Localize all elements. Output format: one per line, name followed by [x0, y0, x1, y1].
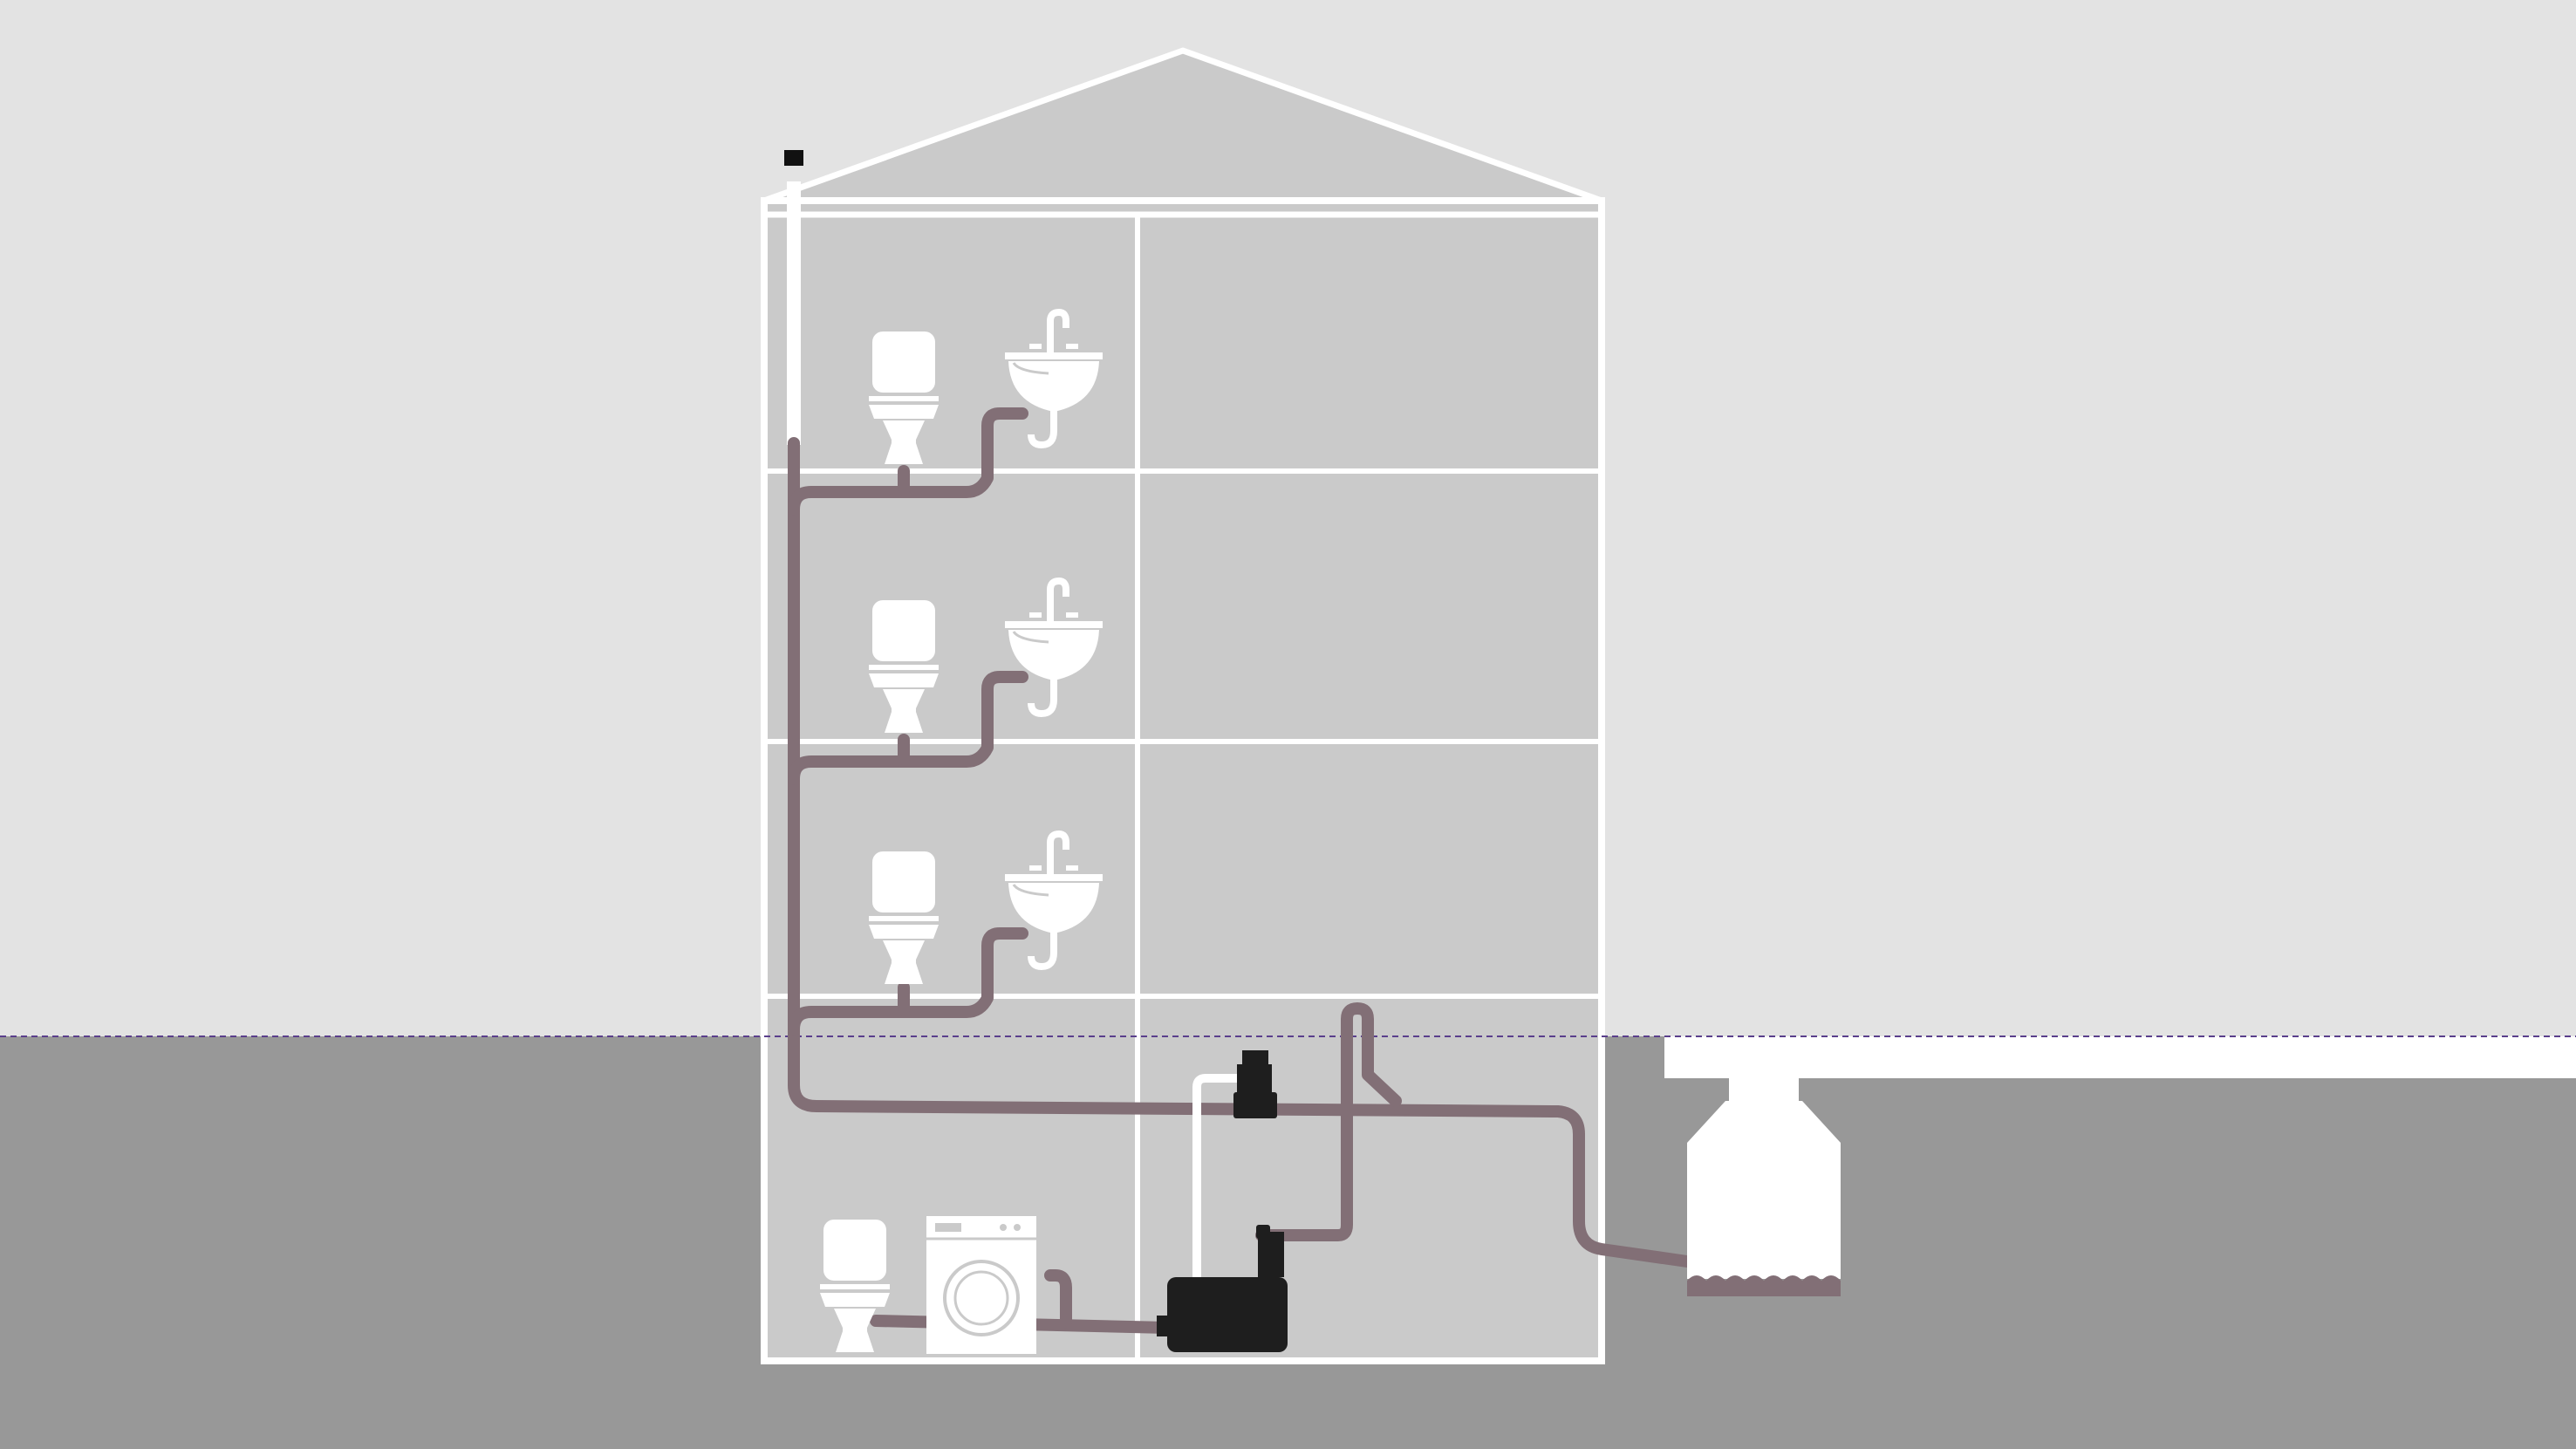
bypass-pipe [1192, 1074, 1242, 1303]
waste-pipes [788, 407, 1693, 1334]
vent-cap-icon [784, 150, 803, 166]
washing-machine-icon [926, 1216, 1036, 1354]
lifting-station-icon [1157, 1225, 1288, 1352]
street [1664, 1036, 2576, 1078]
building [761, 47, 1605, 1364]
vent-pipe [784, 150, 803, 445]
sewer-tank-icon [1687, 1078, 1841, 1296]
backwater-valve-icon [1233, 1050, 1277, 1118]
